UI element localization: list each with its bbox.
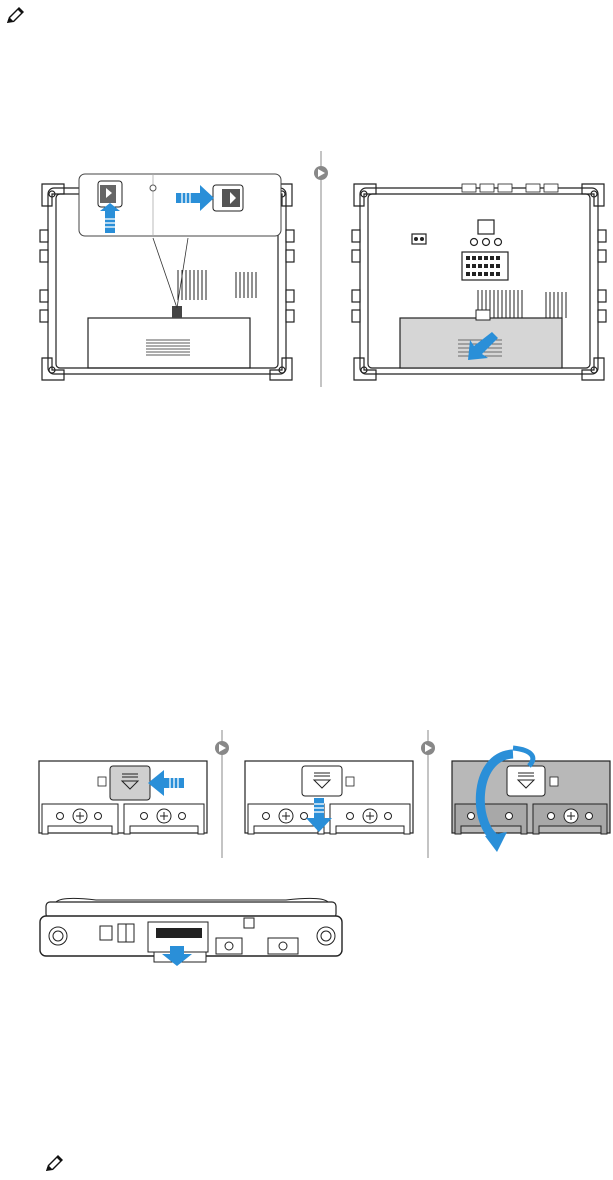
note-pencil-icon [4,6,26,26]
step-arrow-icon [313,151,329,387]
figure-drive-removal [36,898,346,968]
door-panel-locked [38,760,208,835]
tablet-back-right [350,180,610,385]
step-arrow-icon [420,730,436,858]
figure-tablet-back [30,145,613,385]
door-panel-opening [451,760,613,835]
door-panel-unlocked [244,760,414,835]
figure-drive-door [38,730,613,860]
latch-inset [78,173,283,238]
note-pencil-icon [43,1154,65,1174]
step-arrow-icon [214,730,230,858]
